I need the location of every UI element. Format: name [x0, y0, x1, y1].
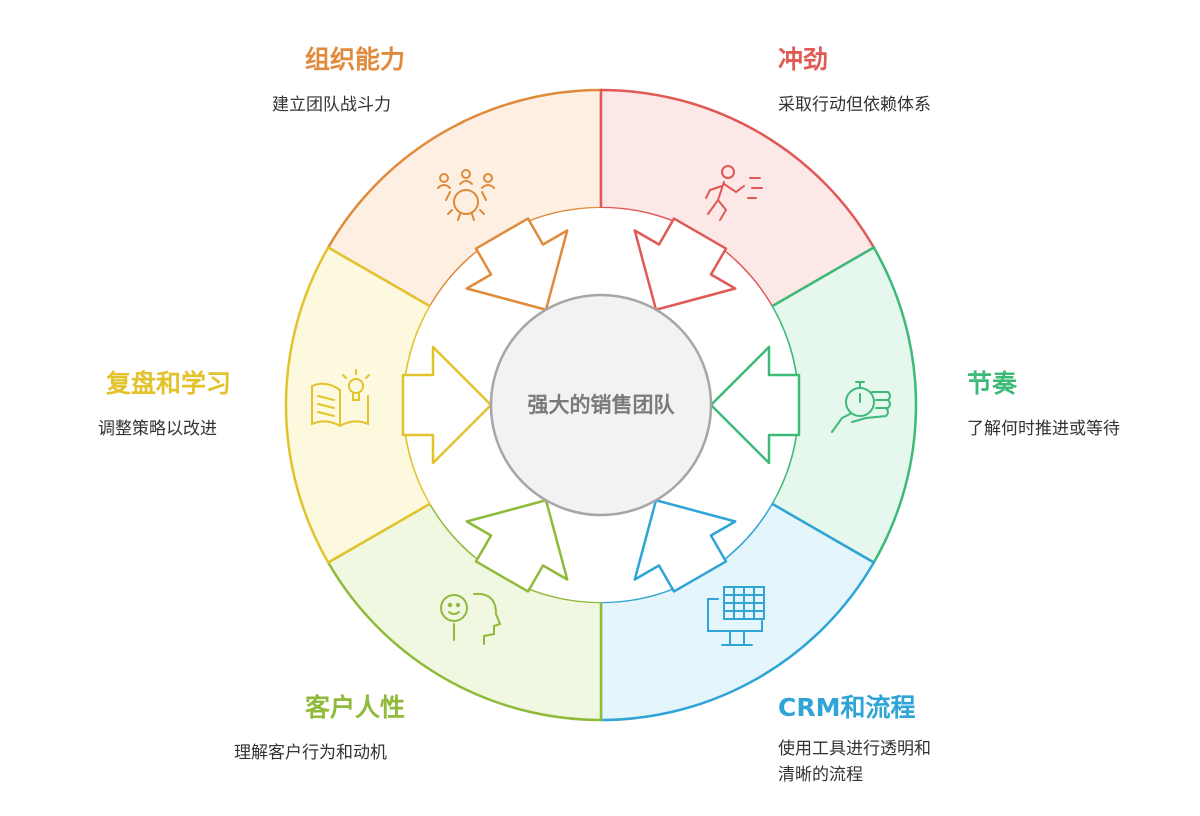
arrow-crm: [633, 499, 737, 593]
arrow-organization: [465, 217, 569, 311]
team-gear-icon: [437, 169, 495, 221]
segment-organization: [326, 88, 603, 309]
segment-rhythm: [770, 245, 918, 565]
organization-description: 建立团队战斗力: [272, 95, 391, 115]
center-circle: [489, 293, 713, 517]
computer-table-icon: [707, 586, 765, 646]
arrow-customer: [465, 499, 569, 593]
crm-description: 使用工具进行透明和: [778, 739, 931, 759]
organization-title: 组织能力: [305, 45, 406, 74]
rhythm-title: 节奏: [967, 369, 1018, 398]
rhythm-description: 了解何时推进或等待: [967, 419, 1120, 439]
customer-title: 客户人性: [305, 693, 406, 722]
drive-title: 冲劲: [778, 45, 829, 74]
center-label: 强大的销售团队: [528, 393, 676, 417]
customer-description: 理解客户行为和动机: [234, 743, 387, 763]
hand-stopwatch-icon: [831, 381, 891, 433]
arrow-drive: [633, 217, 737, 311]
book-lightbulb-icon: [311, 369, 370, 428]
person-head-smile-icon: [440, 592, 502, 645]
segment-review: [284, 245, 432, 565]
arrow-review: [401, 345, 493, 465]
drive-description: 采取行动但依赖体系: [778, 95, 931, 115]
crm-description-line2: 清晰的流程: [778, 765, 863, 785]
review-title: 复盘和学习: [106, 369, 232, 398]
segment-customer: [326, 501, 603, 722]
running-person-icon: [705, 165, 763, 221]
segment-drive: [599, 88, 876, 309]
review-description: 调整策略以改进: [98, 419, 217, 439]
crm-title: CRM和流程: [778, 693, 916, 722]
arrow-rhythm: [709, 345, 801, 465]
